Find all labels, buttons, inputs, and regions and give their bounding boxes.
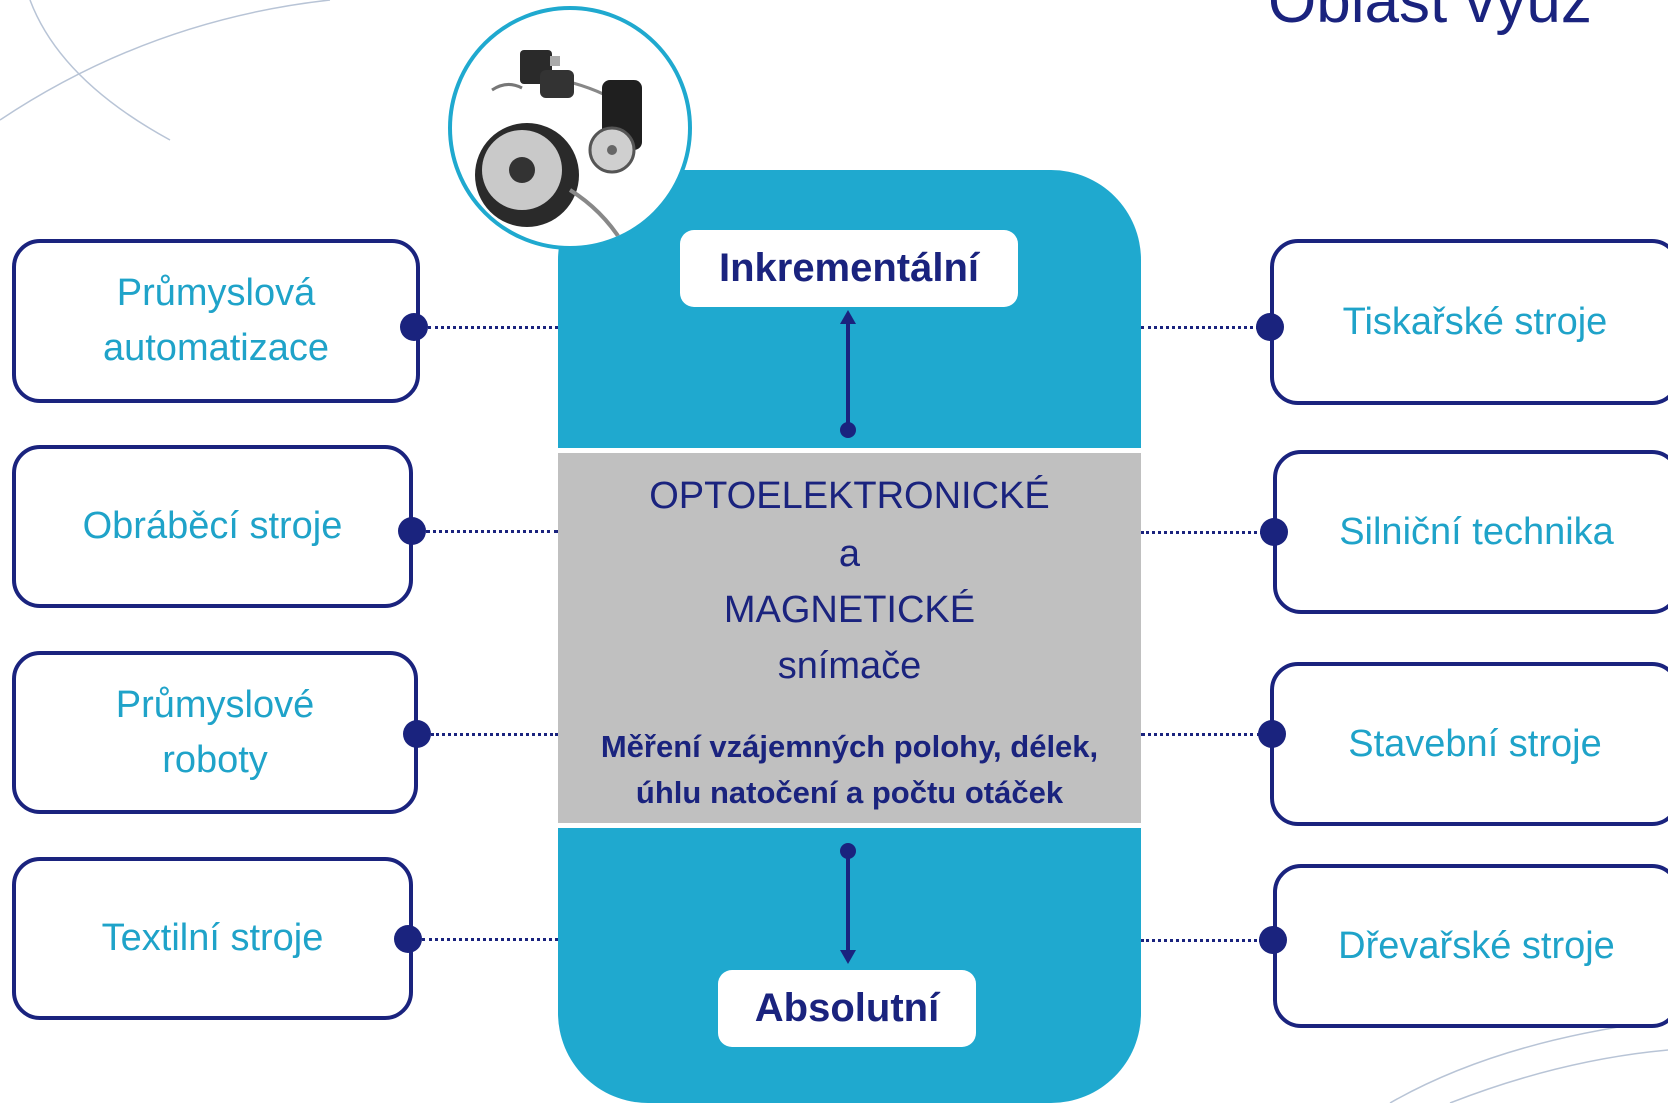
encoders-photo	[448, 6, 692, 250]
connector-dot	[398, 517, 426, 545]
sensor-line-4: snímače	[777, 645, 922, 687]
card-text-line: Stavební stroje	[1348, 722, 1602, 765]
connector-line	[428, 326, 558, 329]
connector-dot	[394, 925, 422, 953]
arrow-up-icon	[840, 310, 856, 324]
card-text-line: automatizace	[102, 327, 329, 369]
connector-line	[1141, 939, 1262, 942]
card-text-line: roboty	[162, 738, 268, 781]
card-road-machinery: Silniční technika	[1273, 450, 1668, 614]
connector-line	[426, 530, 558, 533]
sensor-line-1: OPTOELEKTRONICKÉ	[649, 475, 1050, 517]
card-text-line: Průmyslové	[115, 683, 315, 726]
card-woodworking-machines: Dřevařské stroje	[1273, 864, 1668, 1028]
measurement-line-1: Měření vzájemných polohy, délek,	[600, 729, 1099, 764]
connector-dot	[1259, 926, 1287, 954]
card-industrial-automation: Průmyslová automatizace	[12, 239, 420, 403]
card-text-line: Průmyslová	[116, 272, 316, 314]
central-hub: Inkrementální OPTOELEKTRONICKÉ a MAGNETI…	[558, 170, 1141, 1103]
connector-dot	[1260, 518, 1288, 546]
sensor-line-3: MAGNETICKÉ	[723, 589, 976, 631]
connector-line	[1141, 531, 1263, 534]
connector-dot	[400, 313, 428, 341]
card-text-line: Textilní stroje	[101, 917, 324, 959]
connector-dot	[1258, 720, 1286, 748]
connector-line	[1141, 326, 1259, 329]
arrow-up-line	[846, 320, 850, 430]
card-text-line: Obráběcí stroje	[82, 505, 343, 547]
arrow-up-dot	[840, 422, 856, 438]
card-text-line: Tiskařské stroje	[1342, 300, 1608, 343]
connector-dot	[1256, 313, 1284, 341]
sensor-types-panel: OPTOELEKTRONICKÉ a MAGNETICKÉ snímače Mě…	[558, 448, 1141, 828]
connector-line	[431, 733, 558, 736]
card-machine-tools: Obráběcí stroje	[12, 445, 413, 608]
card-printing-machines: Tiskařské stroje	[1270, 239, 1668, 405]
incremental-label: Inkrementální	[680, 230, 1018, 307]
sensor-line-2: a	[838, 533, 861, 575]
card-industrial-robots: Průmyslové roboty	[12, 651, 418, 814]
page-title: Oblast využ	[1268, 0, 1592, 36]
card-textile-machines: Textilní stroje	[12, 857, 413, 1020]
absolute-label: Absolutní	[718, 970, 976, 1047]
card-text-line: Dřevařské stroje	[1338, 924, 1615, 967]
measurement-line-2: úhlu natočení a počtu otáček	[635, 775, 1064, 810]
arrow-down-icon	[840, 950, 856, 964]
card-text-line: Silniční technika	[1339, 510, 1614, 553]
card-construction-machines: Stavební stroje	[1270, 662, 1668, 826]
connector-line	[1141, 733, 1261, 736]
encoder-image	[475, 50, 642, 244]
connector-dot	[403, 720, 431, 748]
connector-line	[422, 938, 558, 941]
arrow-down-line	[846, 850, 850, 960]
